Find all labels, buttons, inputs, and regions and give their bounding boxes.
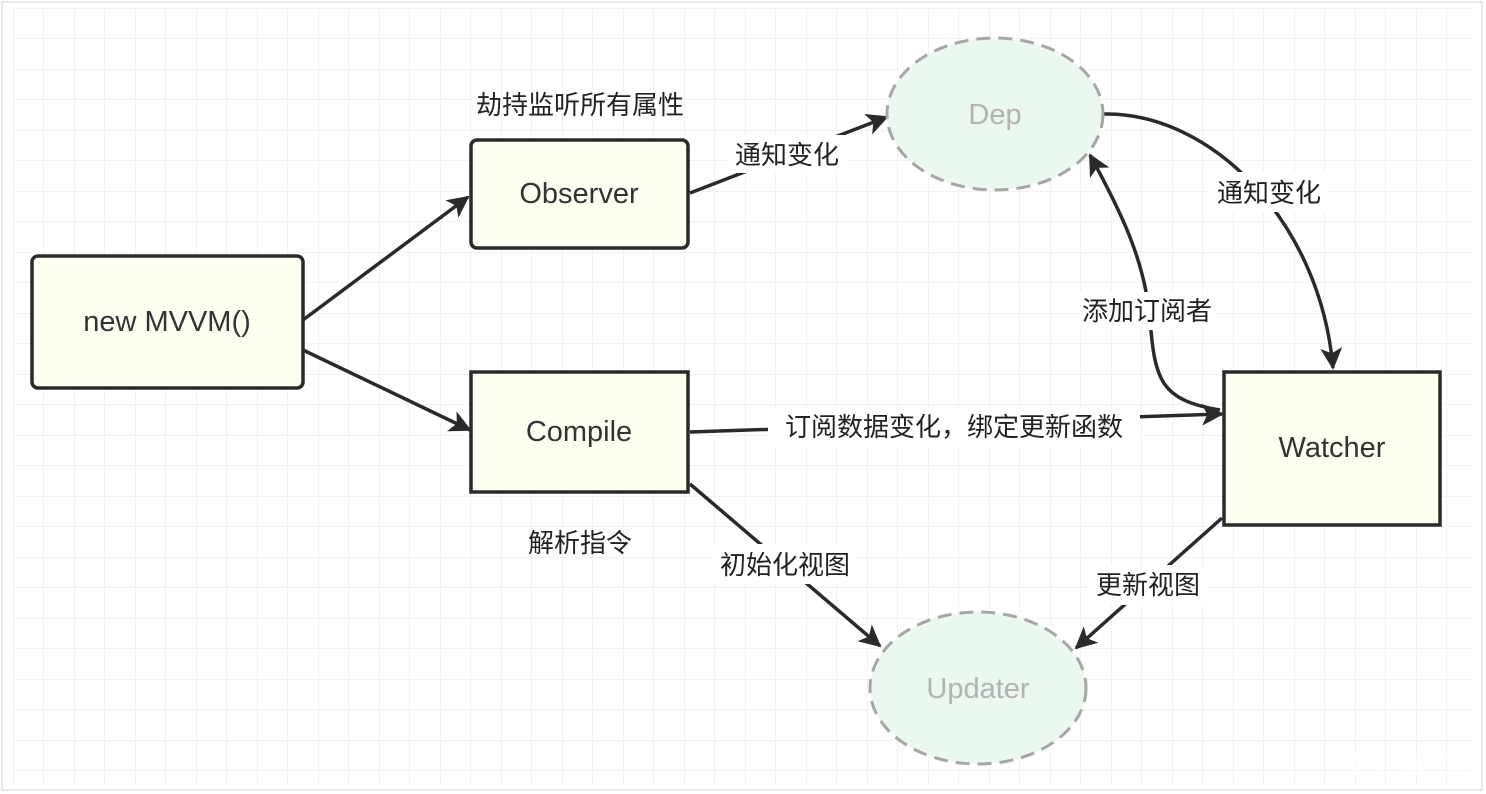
edge-mvvm-to-compile: [302, 348, 472, 432]
label-dep-to-watcher: 通知变化: [1217, 179, 1321, 209]
node-compile-label: Compile: [526, 416, 632, 448]
label-bg-compile-to-updater: [712, 544, 858, 584]
caption-observer: 劫持监听所有属性: [476, 91, 684, 121]
label-compile-to-watcher: 订阅数据变化，绑定更新函数: [785, 413, 1123, 443]
watermark-logo-mark-icon: [1362, 752, 1380, 770]
label-watcher-to-updater: 更新视图: [1096, 571, 1200, 601]
node-observer-label: Observer: [519, 178, 639, 210]
node-mvvm-label: new MVVM(): [83, 306, 251, 338]
node-updater-label: Updater: [926, 673, 1030, 705]
node-updater: [868, 610, 1088, 766]
node-observer: [469, 138, 690, 250]
watermark: 创新互联: [1351, 747, 1470, 781]
label-watcher-to-dep: 添加订阅者: [1082, 297, 1212, 327]
label-bg-watcher-to-dep: [1080, 292, 1214, 330]
label-observer-to-dep: 通知变化: [735, 141, 839, 171]
node-watcher-label: Watcher: [1279, 432, 1386, 464]
edge-mvvm-to-observer: [301, 195, 470, 322]
watermark-text: 创新互联: [1389, 753, 1470, 777]
node-mvvm: [30, 254, 305, 390]
label-compile-to-updater: 初始化视图: [720, 551, 850, 581]
node-watcher: [1222, 370, 1442, 527]
caption-compile: 解析指令: [528, 529, 632, 559]
node-compile: [469, 370, 690, 494]
label-bg-compile-to-watcher: [768, 406, 1140, 446]
watermark-logo-icon: [1351, 747, 1385, 781]
label-bg-dep-to-watcher: [1210, 172, 1328, 212]
node-dep-label: Dep: [968, 99, 1021, 131]
label-bg-watcher-to-updater: [1088, 565, 1208, 605]
label-bg-observer-to-dep: [728, 135, 846, 173]
node-dep: [885, 36, 1105, 192]
